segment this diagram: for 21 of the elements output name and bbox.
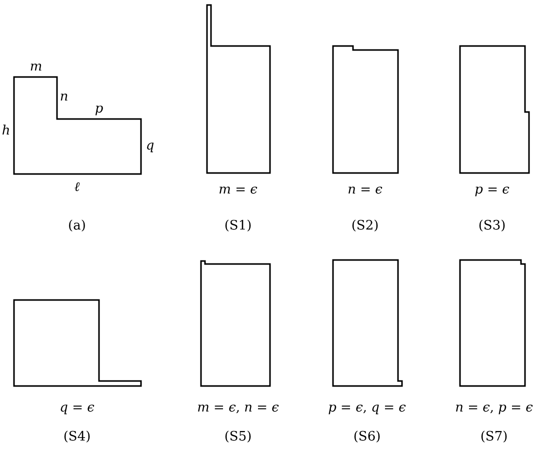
panel-label: (S5) [224,430,252,444]
panel-label: (S7) [480,430,508,444]
side-label: n [60,90,68,104]
side-label: m [30,60,42,74]
side-label: p [94,102,104,116]
condition-label: p = ϵ [474,182,510,198]
condition-label: n = ϵ [348,182,382,198]
condition-label: q = ϵ [60,400,94,416]
panel-label: (S3) [478,218,506,234]
panel-label: (S2) [351,218,379,234]
condition-label: n = ϵ, p = ϵ [455,400,533,416]
panel-label: (S1) [224,218,252,234]
condition-label: p = ϵ, q = ϵ [328,400,406,416]
panel-label: (a) [68,218,86,234]
side-label: q [146,138,154,154]
side-label: h [2,124,10,138]
condition-label: m = ϵ [218,182,258,198]
side-label: ℓ [74,179,80,195]
panel-label: (S4) [63,430,91,444]
panel-label: (S6) [353,430,381,444]
condition-label: m = ϵ, n = ϵ [197,400,279,416]
